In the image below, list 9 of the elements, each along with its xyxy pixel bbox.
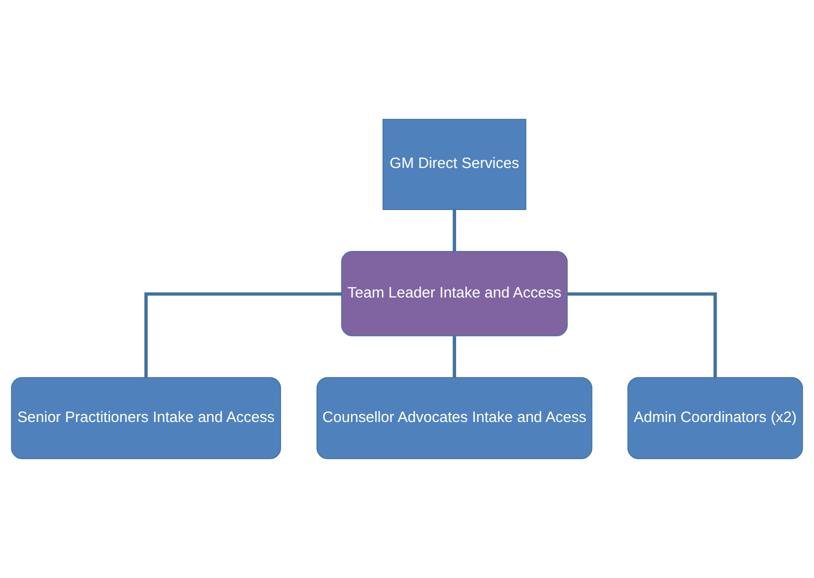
node-box: Team Leader Intake and Access — [341, 250, 568, 336]
node-box: Admin Coordinators (x2) — [627, 377, 803, 460]
node-box: Senior Practitioners Intake and Access — [11, 377, 282, 460]
connector — [567, 292, 717, 378]
connector — [452, 336, 456, 378]
connector — [144, 292, 342, 378]
connector — [452, 210, 456, 252]
node-box: Counsellor Advocates Intake and Acess — [316, 377, 592, 460]
node-box: GM Direct Services — [382, 118, 526, 210]
